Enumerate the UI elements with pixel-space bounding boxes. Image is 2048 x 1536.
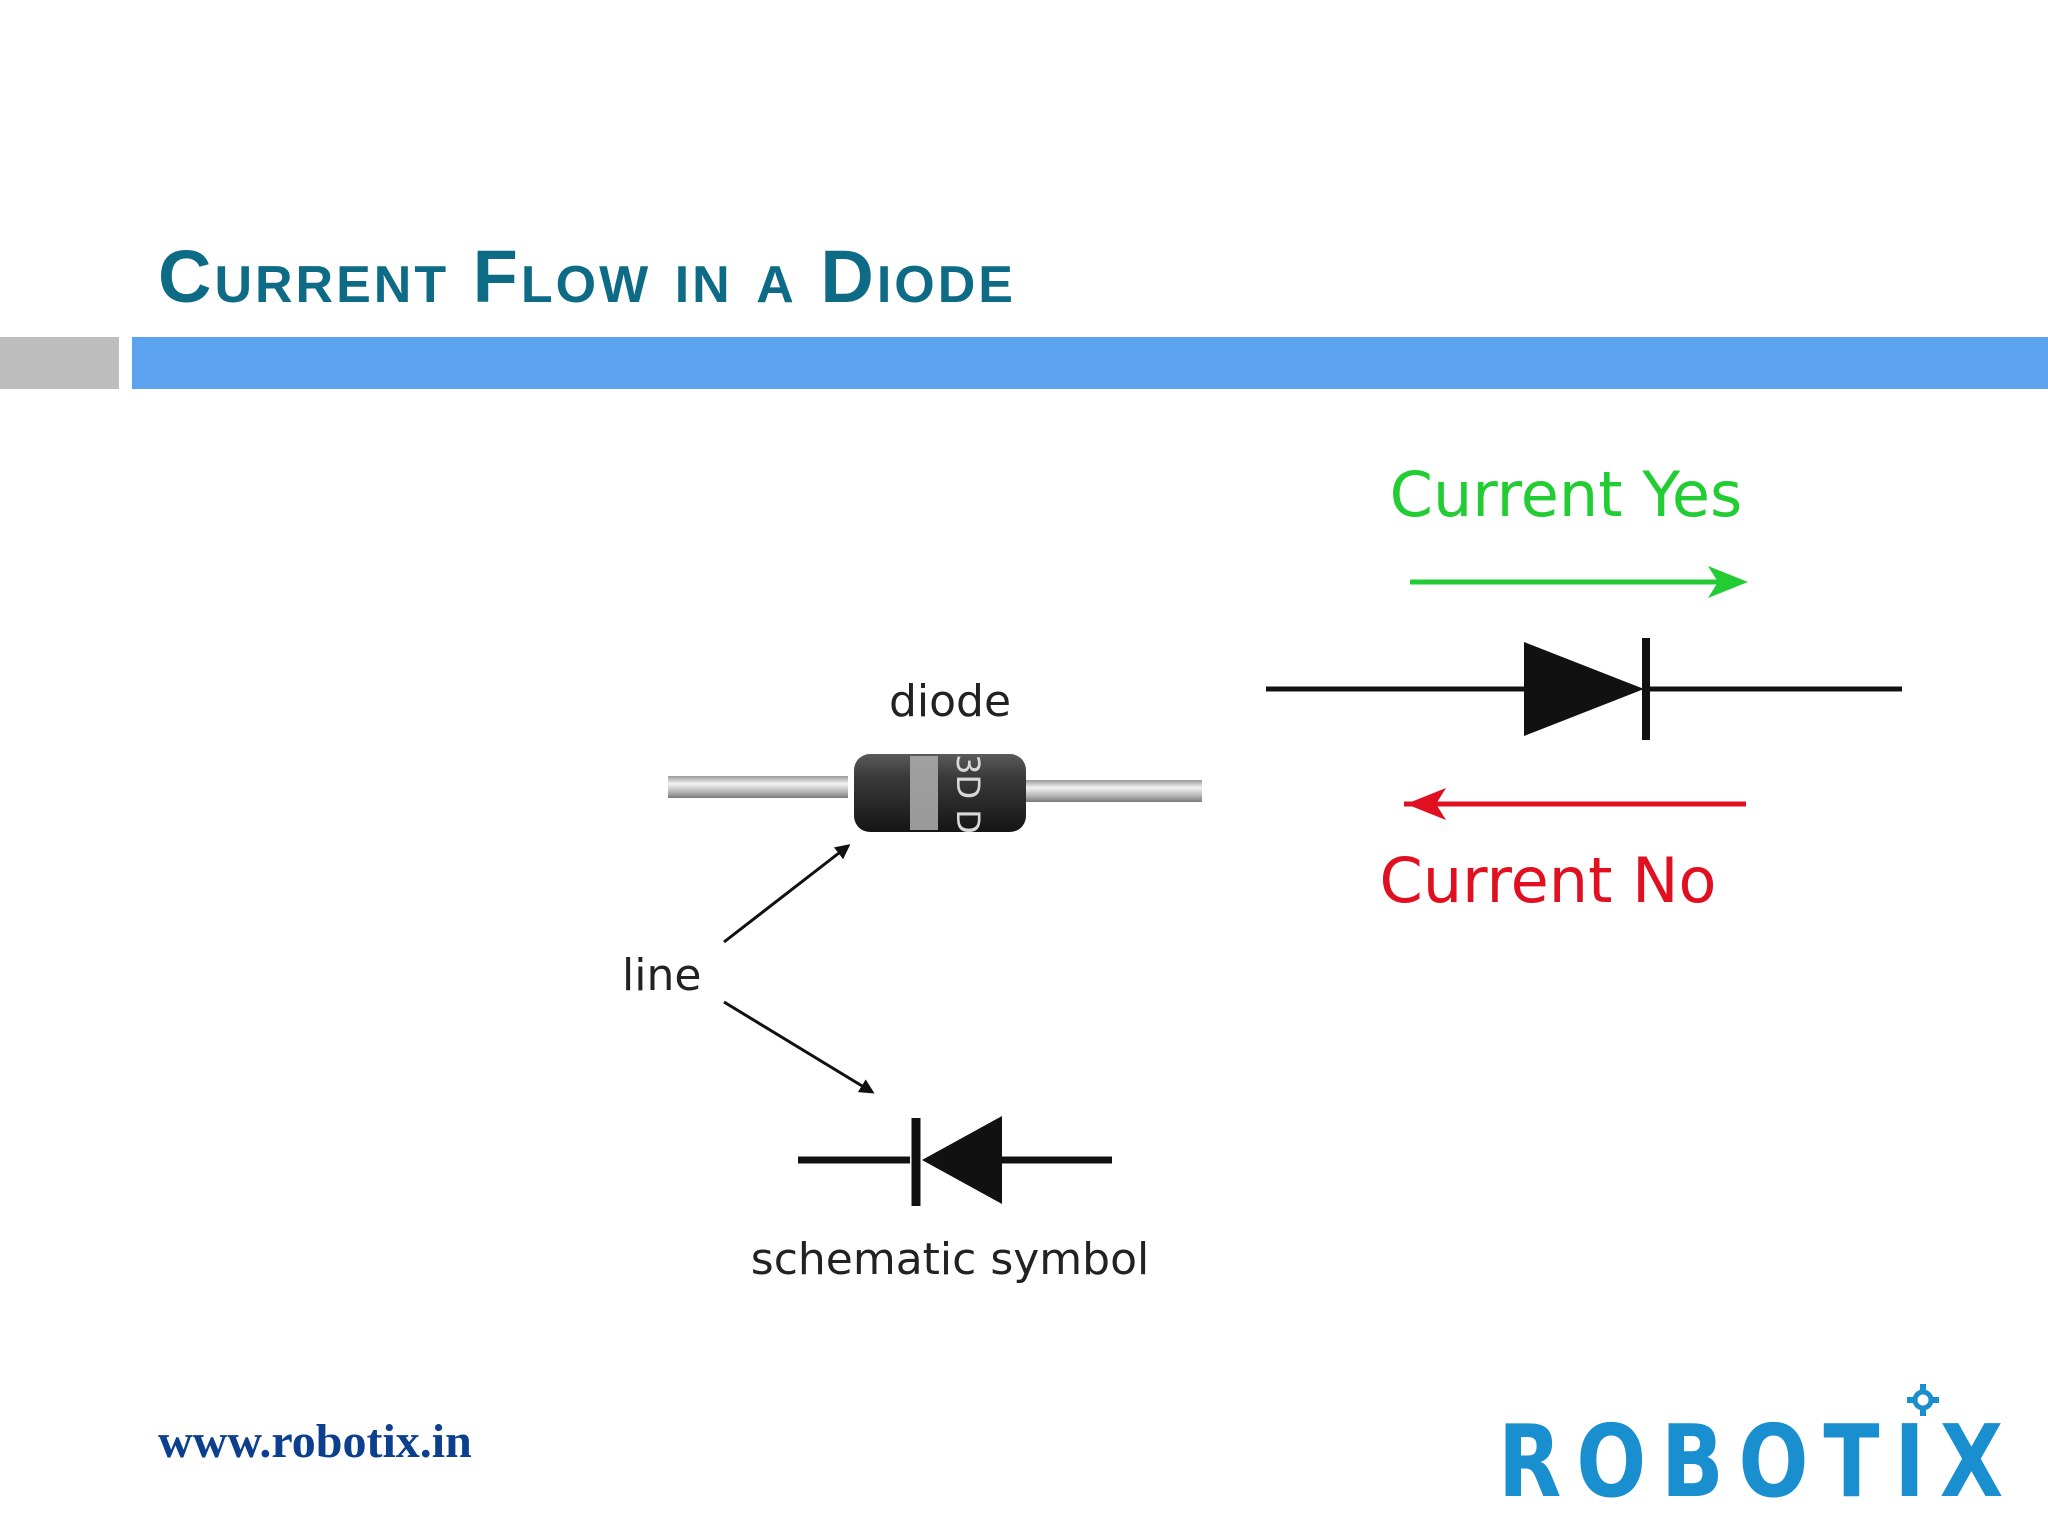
forward-arrow-head: [1708, 566, 1748, 598]
title-accent-bar: [132, 337, 2048, 389]
footer-url[interactable]: www.robotix.in: [158, 1415, 472, 1468]
diode-body-marking: 3D D: [949, 754, 987, 834]
schematic-triangle: [1524, 642, 1644, 736]
line-to-diode-arrow: [723, 844, 851, 944]
robotix-logo: ROBOTIX: [1498, 1384, 2018, 1516]
diode-lead-right: [1022, 780, 1202, 802]
logo-wordmark: ROBOTIX: [1498, 1403, 2018, 1516]
reverse-arrow-head: [1406, 788, 1446, 820]
diode-photo-figure: diode 3D D line schematic symbol: [622, 676, 1202, 1285]
schematic-symbol: [798, 1116, 1112, 1206]
gear-icon: [1907, 1384, 1939, 1416]
symbol-triangle: [922, 1116, 1002, 1204]
reverse-current-arrow: [1404, 788, 1746, 820]
diode-label: diode: [889, 676, 1011, 727]
slide-title: Current Flow in a Diode: [158, 235, 1016, 318]
schematic-symbol-label: schematic symbol: [751, 1234, 1149, 1285]
line-label: line: [622, 950, 701, 1001]
current-direction-figure: Current Yes Current No: [1266, 458, 1902, 917]
diode-body: [854, 754, 1026, 832]
forward-current-arrow: [1410, 566, 1748, 598]
diode-schematic-large: [1266, 638, 1902, 740]
current-yes-label: Current Yes: [1390, 458, 1743, 531]
diode-lead-left: [668, 776, 848, 798]
title-gray-bar: [0, 337, 119, 389]
diode-component: 3D D: [668, 754, 1202, 834]
line-to-symbol-arrow: [723, 1000, 875, 1094]
diode-cathode-band: [910, 756, 938, 830]
current-no-label: Current No: [1380, 844, 1717, 917]
